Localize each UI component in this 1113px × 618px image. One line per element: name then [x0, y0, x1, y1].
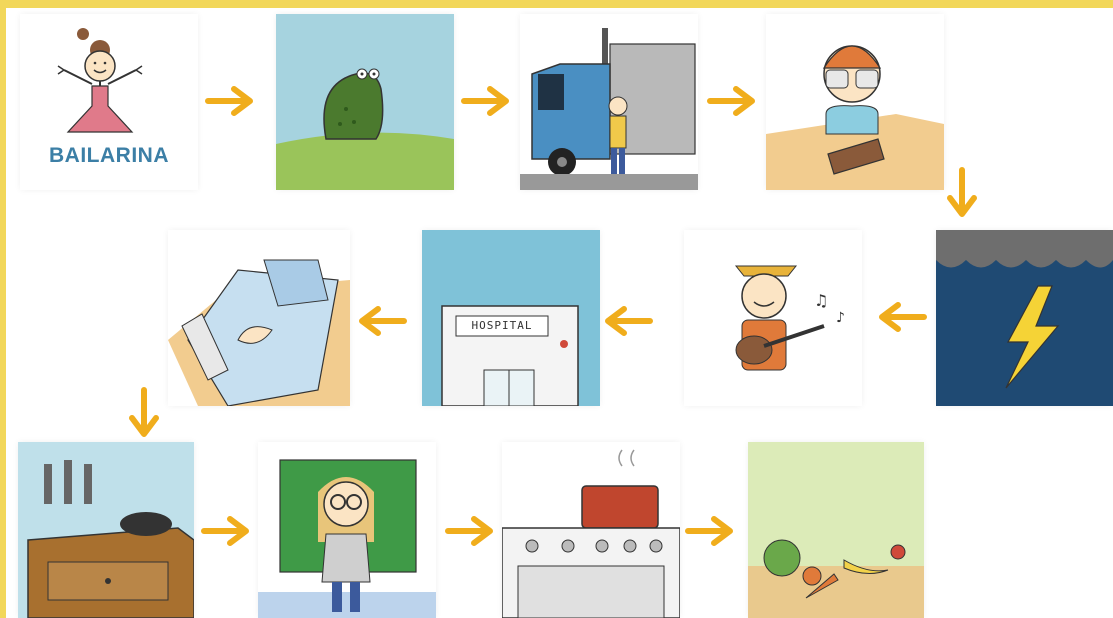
left-border — [0, 0, 6, 618]
arrow-down-icon — [126, 386, 162, 442]
top-border — [0, 0, 1113, 8]
arrow-right-icon — [460, 84, 512, 118]
panel-guitar-player: ♫ ♪ — [684, 230, 862, 406]
arrow-right-3 — [706, 84, 758, 118]
stove-icon — [502, 442, 680, 618]
storm-icon — [936, 230, 1113, 406]
panel-vegetables — [748, 442, 924, 618]
arrow-right-icon — [200, 514, 252, 548]
panel-frog — [276, 14, 454, 190]
arrow-down-2 — [126, 386, 162, 442]
arrow-right-icon — [684, 514, 736, 548]
hospital-icon — [422, 230, 600, 406]
carpenter-icon — [766, 14, 944, 190]
arrow-right-icon — [706, 84, 758, 118]
panel-hospital: HOSPITAL — [422, 230, 600, 406]
arrow-left-icon — [876, 300, 928, 334]
arrow-down-icon — [944, 166, 980, 222]
panel-ballerina: BAILARINA — [20, 14, 198, 190]
arrow-right-icon — [204, 84, 256, 118]
arrow-left-2 — [602, 304, 654, 338]
arrow-left-1 — [876, 300, 928, 334]
svg-text:♫: ♫ — [814, 291, 828, 310]
workbench-icon — [18, 442, 194, 618]
bed-icon — [168, 230, 350, 406]
arrow-left-3 — [356, 304, 408, 338]
caption-bailarina: BAILARINA — [20, 144, 198, 168]
arrow-right-1 — [204, 84, 256, 118]
arrow-right-5 — [444, 514, 496, 548]
arrow-right-icon — [444, 514, 496, 548]
arrow-right-2 — [460, 84, 512, 118]
panel-stove — [502, 442, 680, 618]
frog-icon — [276, 14, 454, 190]
arrow-right-4 — [200, 514, 252, 548]
panel-teacher — [258, 442, 436, 618]
panel-workbench — [18, 442, 194, 618]
hospital-sign: HOSPITAL — [456, 319, 548, 332]
vegetables-icon — [748, 442, 924, 618]
arrow-down-1 — [944, 166, 980, 222]
panel-carpenter — [766, 14, 944, 190]
panel-bed — [168, 230, 350, 406]
panel-storm — [936, 230, 1113, 406]
svg-text:♪: ♪ — [836, 310, 845, 326]
arrow-left-icon — [356, 304, 408, 338]
arrow-right-6 — [684, 514, 736, 548]
panel-truck — [520, 14, 698, 190]
guitar-player-icon: ♫ ♪ — [684, 230, 862, 406]
arrow-left-icon — [602, 304, 654, 338]
truck-icon — [520, 14, 698, 190]
teacher-icon — [258, 442, 436, 618]
